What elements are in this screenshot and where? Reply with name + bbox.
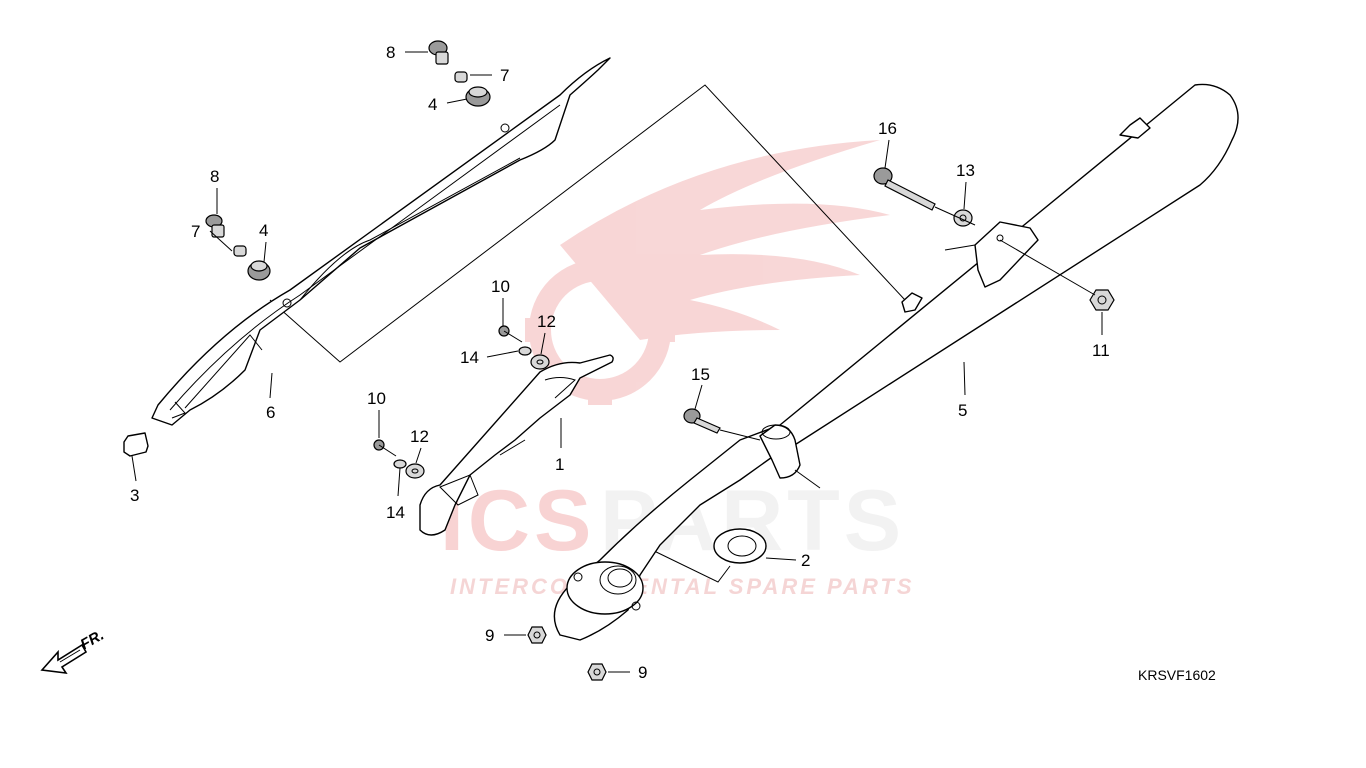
watermark-brand-red: ICS	[440, 473, 595, 569]
front-arrow-icon	[40, 643, 88, 675]
callout-12-a: 12	[537, 312, 556, 331]
collar-7-left-icon	[233, 245, 247, 257]
grommet-4-top-icon	[465, 86, 491, 107]
grommet-4-left-icon	[247, 260, 271, 281]
assembly-guide-lines	[269, 84, 906, 583]
callout-14-b: 14	[386, 503, 405, 522]
nut-9-b-icon	[587, 663, 607, 681]
nut-11-icon	[1089, 289, 1115, 311]
spacer-13-icon	[953, 209, 973, 227]
front-direction-indicator: FR.	[40, 627, 107, 675]
part-3-cover-cap	[123, 432, 149, 457]
callout-12-b: 12	[410, 427, 429, 446]
callout-1: 1	[555, 455, 564, 474]
washer-14-a-icon	[518, 346, 532, 356]
washer-12-a-icon	[530, 354, 550, 370]
part-1-heat-protector	[419, 354, 614, 536]
callout-16: 16	[878, 119, 897, 138]
callout-8-left: 8	[210, 167, 219, 186]
hardware	[205, 40, 1115, 681]
callout-13: 13	[956, 161, 975, 180]
collar-7-top-icon	[454, 71, 468, 83]
callout-9-b: 9	[638, 663, 647, 682]
callout-7-left: 7	[191, 222, 200, 241]
callout-labels: 8 7 4 8 7 4 6 3 10 14 12 1 10 14 12 15 1…	[130, 43, 1110, 682]
callout-7-top: 7	[500, 66, 509, 85]
part-5-muffler	[553, 83, 1239, 641]
callout-4-top: 4	[428, 95, 437, 114]
bolt-16-icon	[873, 167, 936, 211]
callout-10-a: 10	[491, 277, 510, 296]
callout-10-b: 10	[367, 389, 386, 408]
nut-9-a-icon	[527, 626, 547, 644]
screw-10-b-icon	[373, 439, 397, 457]
callout-2: 2	[801, 551, 810, 570]
watermark-tagline: INTERCONTINENTAL SPARE PARTS	[450, 574, 915, 599]
callout-15: 15	[691, 365, 710, 384]
callout-8-top: 8	[386, 43, 395, 62]
callout-4-left: 4	[259, 221, 268, 240]
bolt-8-left-icon	[205, 214, 225, 238]
callout-6: 6	[266, 403, 275, 422]
washer-14-b-icon	[393, 459, 407, 469]
watermark: ICS PARTS INTERCONTINENTAL SPARE PARTS	[440, 140, 915, 599]
callout-leaders	[131, 51, 1103, 673]
callout-14-a: 14	[460, 348, 479, 367]
callout-3: 3	[130, 486, 139, 505]
callout-9-a: 9	[485, 626, 494, 645]
callout-11: 11	[1092, 341, 1110, 360]
bolt-8-top-icon	[428, 40, 449, 65]
part-2-gasket	[713, 528, 767, 564]
part-6-heat-shield-cover	[151, 57, 611, 426]
bolt-15-icon	[683, 408, 721, 434]
washer-12-b-icon	[405, 463, 425, 479]
callout-5: 5	[958, 401, 967, 420]
screw-10-a-icon	[498, 325, 523, 343]
diagram-code: KRSVF1602	[1138, 667, 1216, 683]
watermark-logo-icon	[525, 140, 890, 405]
